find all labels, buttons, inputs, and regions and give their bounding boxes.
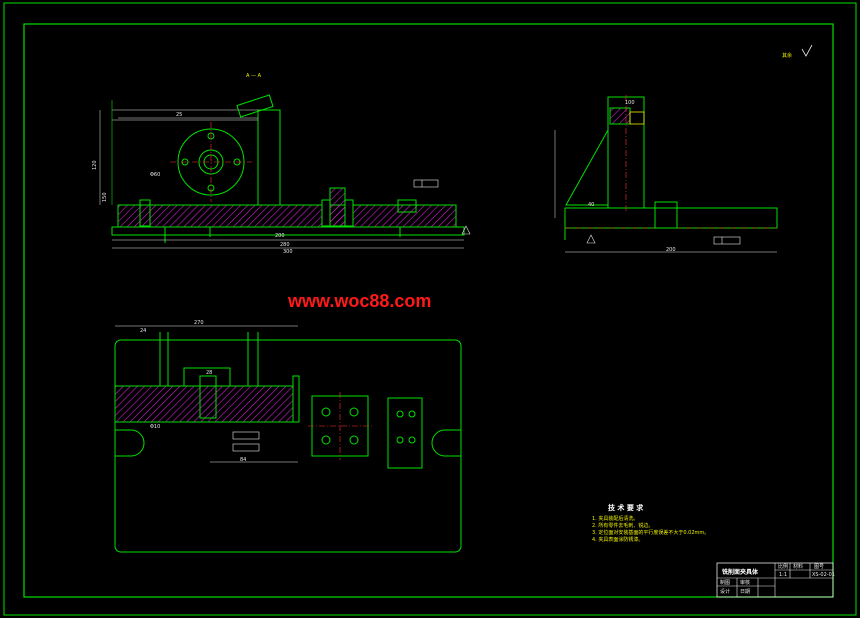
front-dim-6: 150 bbox=[102, 192, 108, 202]
front-support-plate bbox=[257, 109, 281, 206]
top-dim-2: 24 bbox=[140, 328, 146, 334]
front-view: A — A 200 280 bbox=[92, 73, 471, 255]
title-cell-review: 审核 bbox=[740, 579, 750, 586]
watermark-text: www.woc88.com bbox=[287, 291, 431, 311]
title-cell-date: 日期 bbox=[740, 589, 750, 595]
title-block-name: 铣削面夹具体 bbox=[722, 568, 759, 576]
front-dim-2: 280 bbox=[280, 242, 290, 248]
side-rib bbox=[565, 128, 609, 206]
tech-req-title: 技 术 要 求 bbox=[608, 503, 644, 512]
title-cell-drawing-no-label: 图号 bbox=[814, 564, 824, 570]
sheet-outer-border bbox=[3, 2, 857, 616]
title-cell-design: 设计 bbox=[720, 588, 730, 595]
top-dim-1: 270 bbox=[194, 320, 204, 326]
top-dim-4: 84 bbox=[240, 457, 246, 463]
sheet-inner-border bbox=[23, 23, 834, 598]
front-dim-3: 300 bbox=[283, 249, 293, 255]
side-dim-1: 40 bbox=[588, 202, 594, 208]
roughness-note: 其余 bbox=[782, 52, 792, 59]
title-cell-scale-label: 比例 bbox=[778, 563, 788, 570]
section-label: A — A bbox=[246, 73, 262, 79]
top-dim-3: 28 bbox=[206, 370, 212, 376]
technical-requirements: 技 术 要 求 1. 夹具装配后清洗。 2. 所有零件去毛刺、锐边。 3. 定位… bbox=[592, 503, 709, 543]
title-block-drawing-no: XS-02-01 bbox=[812, 572, 835, 578]
roughness-symbol: 其余 bbox=[782, 44, 813, 59]
top-view: 270 24 28 84 Φ10 bbox=[114, 320, 462, 553]
front-base-section bbox=[117, 204, 457, 228]
title-cell-drawn: 制图 bbox=[720, 579, 730, 586]
title-block-scale: 1:1 bbox=[779, 572, 787, 578]
tech-req-item-3: 3. 定位面对安装基面的平行度误差不大于0.02mm。 bbox=[592, 529, 709, 536]
top-base-outline bbox=[114, 339, 462, 553]
front-dim-5: 120 bbox=[92, 160, 98, 170]
tech-req-item-2: 2. 所有零件去毛刺、锐边。 bbox=[592, 522, 653, 529]
top-small-plate bbox=[387, 397, 423, 469]
side-view: 40 200 100 bbox=[554, 95, 778, 253]
top-dim-5: Φ10 bbox=[150, 424, 160, 430]
side-dim-3: 100 bbox=[625, 100, 635, 106]
side-dim-2: 200 bbox=[666, 247, 676, 253]
tech-req-item-4: 4. 夹具表面涂防锈漆。 bbox=[592, 536, 643, 543]
front-dim-1: 200 bbox=[275, 233, 285, 239]
side-base bbox=[564, 207, 778, 229]
title-block: 铣削面夹具体 比例 材料 图号 1:1 XS-02-01 制图 审核 设计 日期 bbox=[716, 562, 835, 598]
tech-req-item-1: 1. 夹具装配后清洗。 bbox=[592, 515, 638, 522]
title-cell-material-label: 材料 bbox=[793, 563, 803, 570]
front-dim-4: 25 bbox=[176, 112, 182, 118]
front-dim-7: Φ60 bbox=[150, 172, 160, 178]
top-hatched-section bbox=[114, 385, 294, 423]
